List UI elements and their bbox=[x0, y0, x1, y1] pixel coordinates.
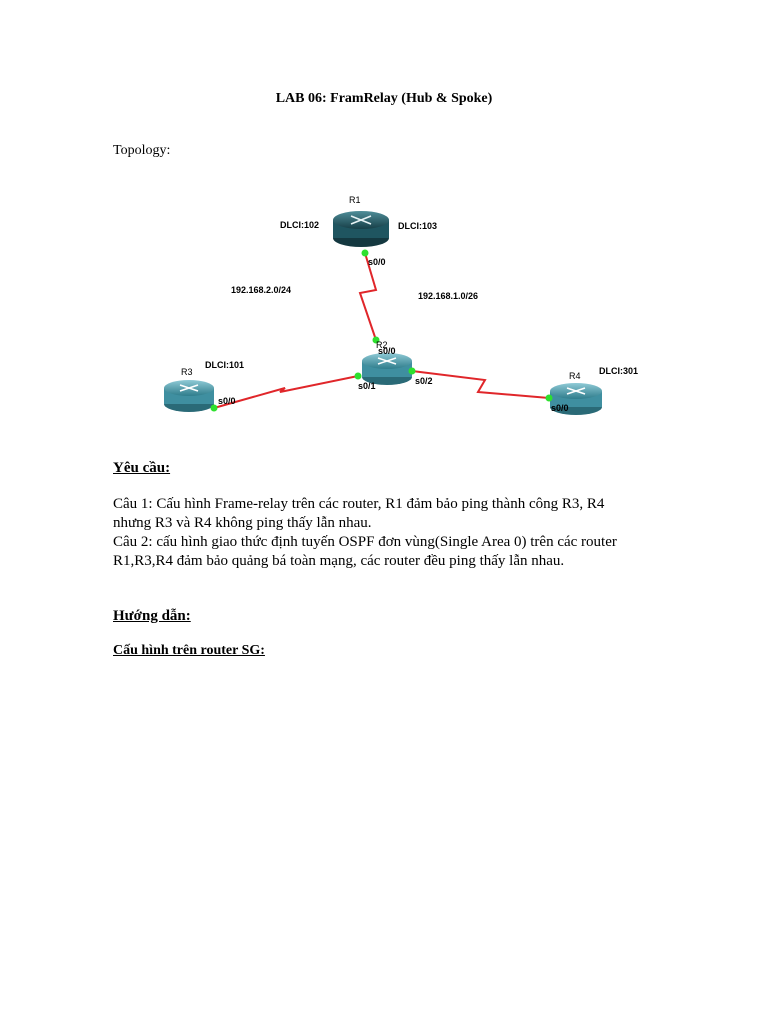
requirement-2-line-2: R1,R3,R4 đảm bảo quảng bá toàn mạng, các… bbox=[113, 553, 565, 569]
port-r2-s01 bbox=[354, 372, 362, 380]
iface-r3-s00: s0/0 bbox=[218, 396, 236, 406]
link-r2-r4 bbox=[411, 370, 550, 399]
dlci-r1-right: DLCI:103 bbox=[398, 221, 437, 231]
port-r2-s02 bbox=[408, 367, 416, 375]
label-r4: R4 bbox=[569, 371, 581, 381]
port-r4-s00 bbox=[545, 394, 553, 402]
port-r3-s00 bbox=[210, 404, 218, 412]
requirement-2-line-1: Câu 2: cấu hình giao thức định tuyến OSP… bbox=[113, 534, 617, 550]
link-r1-r2 bbox=[358, 252, 378, 341]
label-r3: R3 bbox=[181, 367, 193, 377]
router-r3 bbox=[164, 380, 214, 412]
dlci-r1-left: DLCI:102 bbox=[280, 220, 319, 230]
document-title: LAB 06: FramRelay (Hub & Spoke) bbox=[275, 91, 493, 106]
iface-r4-s00: s0/0 bbox=[551, 403, 569, 413]
router-r2 bbox=[362, 353, 412, 385]
link-r2-r3 bbox=[213, 375, 359, 409]
label-r1: R1 bbox=[349, 195, 361, 205]
router-r1 bbox=[333, 211, 389, 247]
requirement-1-line-1: Câu 1: Cấu hình Frame-relay trên các rou… bbox=[113, 496, 605, 512]
guide-heading: Hướng dẫn: bbox=[113, 608, 191, 624]
iface-r2-s02: s0/2 bbox=[415, 376, 433, 386]
network-left: 192.168.2.0/24 bbox=[231, 285, 291, 295]
requirement-1-line-2: nhưng R3 và R4 không ping thấy lẫn nhau. bbox=[113, 515, 372, 531]
dlci-r3: DLCI:101 bbox=[205, 360, 244, 370]
port-r1-s00 bbox=[361, 249, 369, 257]
config-heading: Cấu hình trên router SG: bbox=[113, 643, 265, 658]
label-r2: R2 bbox=[376, 340, 388, 350]
router-r4 bbox=[550, 383, 602, 415]
topology-label: Topology: bbox=[113, 143, 171, 158]
iface-r2-s01: s0/1 bbox=[358, 381, 376, 391]
iface-r1-s00: s0/0 bbox=[368, 257, 386, 267]
port-r2-s00 bbox=[372, 336, 380, 344]
iface-r2-s00: s0/0 bbox=[378, 346, 396, 356]
topology-diagram: R1 R2 R3 R4 DLCI:102 DLCI:103 DLCI:101 D… bbox=[164, 195, 638, 415]
dlci-r4: DLCI:301 bbox=[599, 366, 638, 376]
requirements-heading: Yêu cầu: bbox=[113, 460, 171, 476]
network-right: 192.168.1.0/26 bbox=[418, 291, 478, 301]
